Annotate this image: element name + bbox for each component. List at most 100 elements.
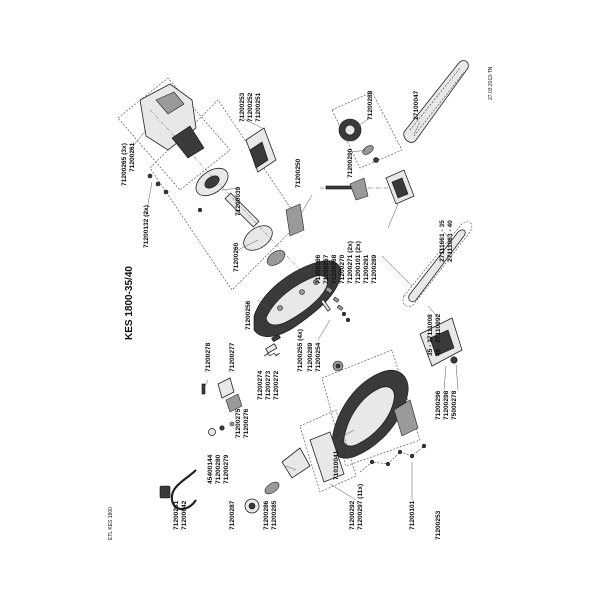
- tensioner-bracket: [349, 177, 369, 201]
- label-71200101-bottom: 71200101: [409, 500, 416, 530]
- label-71200265: 71200265 (3x): [121, 143, 128, 186]
- motor-fan: [266, 250, 286, 266]
- label-71200266: 71200266: [315, 254, 322, 284]
- screw-71200297-3: [397, 449, 403, 455]
- model-title: KES 1800-35/40: [124, 266, 135, 340]
- part-71200285: [281, 447, 311, 479]
- sprocket-cover: [419, 317, 463, 391]
- spring-71200274: [263, 352, 281, 357]
- part-71200280: [219, 425, 225, 431]
- cable-clamp-parts: [201, 377, 243, 413]
- label-71200277: 71200277: [229, 342, 236, 372]
- label-71200267: 71200267: [323, 254, 330, 284]
- label-71200292: 71200292: [349, 500, 356, 530]
- screw-71200297-5: [421, 443, 427, 449]
- label-71200298: 71200298: [443, 390, 450, 420]
- right-housing-grip: [343, 386, 395, 447]
- part-71200273: [265, 343, 278, 354]
- part-71200272: [271, 333, 281, 343]
- power-cord: [170, 469, 197, 511]
- sprocket-assembly: [320, 91, 415, 229]
- part-71200286: [264, 481, 280, 495]
- label-71200270: 71200270: [339, 254, 346, 284]
- label-71200253-top: 71200253: [239, 92, 246, 122]
- part-71200275: [225, 393, 243, 413]
- label-71200280: 71200280: [215, 454, 222, 484]
- label-71200281: 71200281: [173, 500, 180, 530]
- cover-knob-75000278: [450, 356, 458, 364]
- label-27111008: 35 - 27111008: [427, 314, 434, 356]
- leader-71200253-top: [241, 117, 263, 129]
- label-71200255: 71200255 (4x): [297, 329, 304, 372]
- label-71200268: 71200268: [331, 254, 338, 284]
- switch-cover-detail: [249, 141, 269, 169]
- trigger-small-parts: [263, 319, 331, 357]
- left-housing-half: [253, 260, 342, 337]
- sprocket-group-outline: [331, 91, 403, 169]
- motor-stator-core: [204, 175, 220, 189]
- label-71200285: 71200285: [271, 500, 278, 530]
- footer-left-text: ETL KES 1800: [108, 507, 114, 540]
- label-71200290: 71200290: [347, 148, 354, 178]
- chain-tensioner-cap: [391, 177, 409, 199]
- small-part-71200270: [341, 311, 347, 317]
- motor-armature: [243, 225, 273, 251]
- label-71200291: 71200291: [363, 254, 370, 284]
- part-71200277: [217, 377, 235, 399]
- label-71200286: 71200286: [263, 500, 270, 530]
- label-71200279: 71200279: [223, 454, 230, 484]
- motor-brush-plate: [171, 125, 205, 159]
- oil-cap-center: [335, 363, 341, 369]
- leader-71200250: [301, 194, 313, 213]
- leader-71200292: [329, 483, 357, 501]
- screw-71200297-2: [385, 461, 391, 467]
- motor-screw-3: [163, 189, 169, 195]
- housing-screw-boss-1: [277, 305, 283, 311]
- label-71200289-mid: 71200289: [307, 342, 314, 372]
- leader-71200289-b: [317, 319, 331, 341]
- sprocket-nut: [373, 157, 379, 163]
- part-71200287-core: [248, 502, 256, 510]
- cable-sleeve-parts: [244, 447, 311, 514]
- label-71200273: 71200273: [265, 370, 272, 400]
- motor-shaft: [224, 192, 260, 228]
- leader-71010041: [339, 429, 355, 439]
- label-71200260: 71200260: [233, 242, 240, 272]
- motor-screw-2: [155, 181, 161, 187]
- label-71200275: 71200275: [235, 408, 242, 438]
- guide-bar-cover: [403, 60, 469, 143]
- handle-71200292: [309, 431, 345, 483]
- label-71200042: 71200042: [181, 500, 188, 530]
- part-number-labels: 71200265 (3x) 71200261 71200253 71200252…: [121, 90, 458, 540]
- right-housing-assembly: [321, 349, 421, 467]
- part-71200278: [201, 383, 206, 395]
- label-71200261: 71200261: [129, 142, 136, 172]
- label-71200253-bottom: 71200253: [435, 510, 442, 540]
- label-71200288: 71200288: [367, 90, 374, 120]
- leader-71200256: [257, 299, 271, 311]
- motor-assembly: [117, 77, 301, 291]
- switch-lever: [285, 203, 305, 237]
- label-71200250: 71200250: [295, 158, 302, 188]
- label-71200256: 71200256: [245, 300, 252, 330]
- part-45400144: [208, 428, 216, 436]
- label-71200254: 71200254: [315, 342, 322, 372]
- leader-71200291: [387, 203, 399, 229]
- leader-75000278: [455, 363, 459, 391]
- label-71200278: 71200278: [205, 342, 212, 372]
- label-27111063: 27111063 - 40: [447, 220, 454, 262]
- label-71200272: 71200272: [273, 370, 280, 400]
- label-27111661: 27111661 - 35: [439, 220, 446, 262]
- power-plug: [159, 485, 171, 499]
- label-27110992: 40 - 27110992: [435, 314, 442, 356]
- housing-half-inner: [265, 275, 328, 326]
- label-71200251: 71200251: [255, 92, 262, 122]
- handle-assembly: [299, 409, 427, 501]
- leader-71200288: [357, 117, 371, 127]
- housing-screw-boss-2: [299, 289, 305, 295]
- leader-71200261: [129, 129, 147, 151]
- label-71200271: 71200271 (2x): [347, 241, 354, 284]
- guide-bar-27111008: [408, 229, 466, 302]
- guide-bar-cover-inner: [409, 67, 465, 137]
- label-71200296: 71200296: [435, 390, 442, 420]
